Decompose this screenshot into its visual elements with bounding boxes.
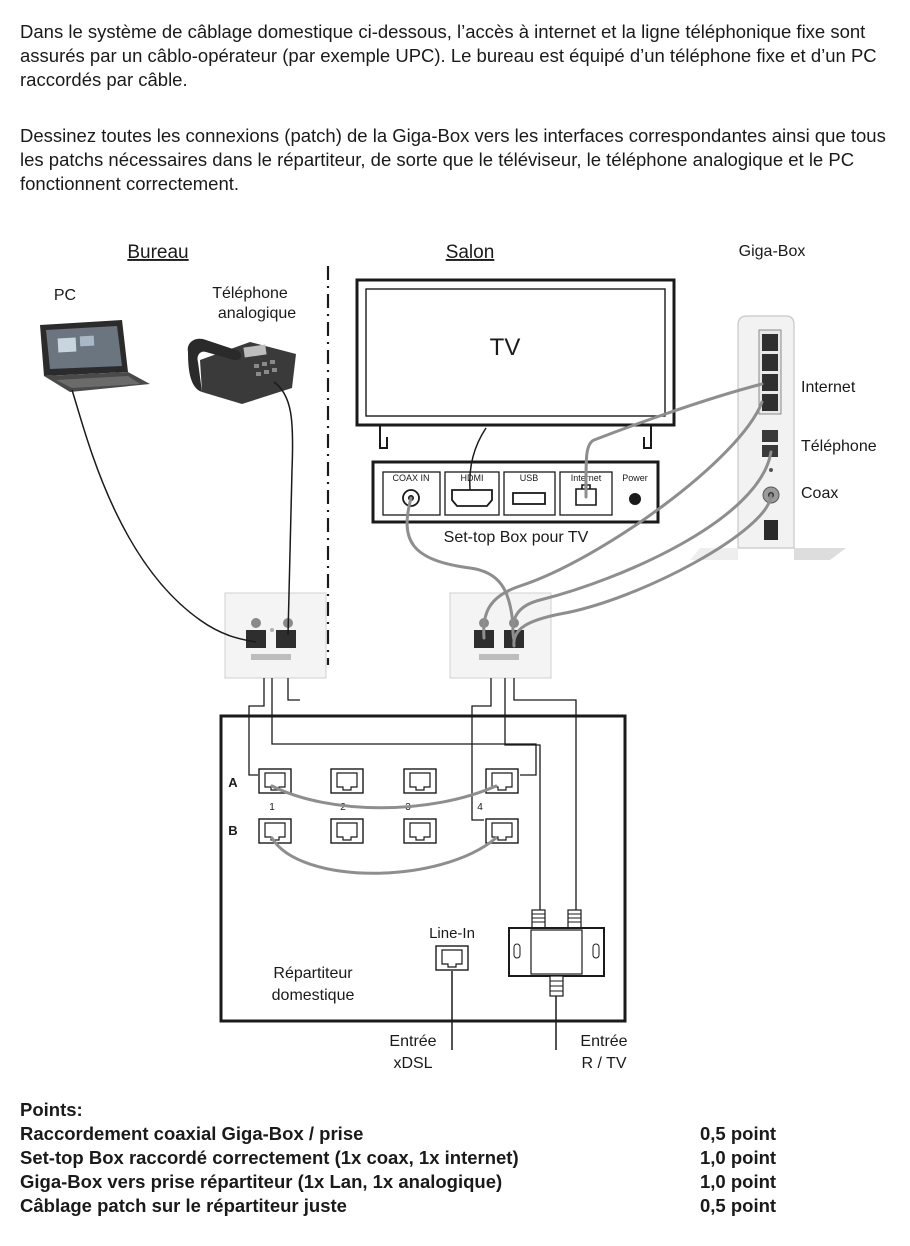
gigabox-port-telephone: Téléphone [801,438,877,455]
points-row-value: 0,5 point [700,1195,777,1216]
wire-bureau-3 [287,678,300,701]
points-row-value: 0,5 point [700,1123,777,1144]
wire-salon-2 [504,678,541,910]
cable-gigabox-coax-to-outlet [512,493,773,648]
points-row-value: 1,0 point [700,1147,777,1168]
cable-pc-to-outlet [71,389,257,643]
tv-label: TV [490,334,521,361]
phone-label-line2: analogique [218,305,296,322]
gigabox-port-internet: Internet [801,379,856,396]
wire-salon-1 [471,678,492,821]
stb-caption: Set-top Box pour TV [444,529,589,546]
giga-box [690,315,846,560]
gigabox-port-coax: Coax [801,485,838,502]
cable-gigabox-phone-to-outlet [511,450,773,642]
stb-port-hdmi: HDMI [461,473,484,483]
room-label-salon: Salon [446,242,495,263]
stb-port-usb: USB [520,473,539,483]
rtv-input-label-line2: R / TV [581,1055,626,1072]
patch-port-b2[interactable] [330,818,364,844]
points-row-label: Set-top Box raccordé correctement (1x co… [20,1147,519,1168]
wire-bureau-2 [271,678,537,776]
cable-phone-to-outlet [273,381,294,636]
gigabox-title: Giga-Box [739,243,806,260]
wire-salon-3 [513,678,577,910]
cable-gigabox-lan-to-outlet [482,400,764,640]
power-button-icon [629,493,641,505]
patch-port-a2[interactable] [330,768,364,794]
tv-screen [355,278,676,449]
points-row-label: Giga-Box vers prise répartiteur (1x Lan,… [20,1171,503,1192]
pc-label: PC [54,287,76,304]
row-label-b: B [228,823,237,838]
cable-hdmi-to-tv [469,427,487,491]
laptop-icon [40,320,150,392]
points-row-value: 1,0 point [700,1171,777,1192]
patch-cord-b1-b4 [270,836,498,875]
points-row: Raccordement coaxial Giga-Box / prise 0,… [20,1122,900,1146]
row-label-a: A [228,775,238,790]
line-in-label: Line-In [429,925,475,942]
cable-stb-coax-to-outlet [405,496,515,627]
hdmi-socket-icon [451,489,493,507]
intro-paragraph-2: Dessinez toutes les connexions (patch) d… [20,125,886,194]
usb-socket-icon [512,492,546,505]
patch-port-b1[interactable] [258,818,292,844]
points-row-label: Raccordement coaxial Giga-Box / prise [20,1123,364,1144]
points-row: Giga-Box vers prise répartiteur (1x Lan,… [20,1170,900,1194]
room-label-bureau: Bureau [127,242,188,263]
distributor-label-line2: domestique [272,987,355,1004]
cable-gigabox-internet-to-stb [584,382,764,499]
port-number-1: 1 [269,802,275,813]
phone-label-line1: Téléphone [212,285,288,302]
line-in-port[interactable] [435,945,469,971]
points-row-label: Câblage patch sur le répartiteur juste [20,1195,347,1216]
xdsl-input-label-line1: Entrée [389,1033,436,1050]
patch-port-b3[interactable] [403,818,437,844]
intro-paragraph-1: Dans le système de câblage domestique ci… [20,21,877,90]
patch-port-a1[interactable] [258,768,292,794]
patch-port-a3[interactable] [403,768,437,794]
xdsl-input-label-line2: xDSL [393,1055,432,1072]
wall-outlet-salon [449,592,552,679]
wiring-diagram: Bureau Salon Giga-Box PC Téléphone analo… [40,242,877,1072]
wall-outlet-bureau [224,592,327,679]
patch-cord-a1-a4 [270,784,498,810]
points-section: Points: Raccordement coaxial Giga-Box / … [20,1098,900,1218]
wire-bureau-1 [248,678,265,776]
stb-port-power: Power [622,473,648,483]
points-row: Câblage patch sur le répartiteur juste 0… [20,1194,900,1218]
points-row: Set-top Box raccordé correctement (1x co… [20,1146,900,1170]
distributor-label-line1: Répartiteur [273,965,353,982]
patch-port-b4[interactable] [485,818,519,844]
desk-phone-icon [187,338,296,404]
port-number-4: 4 [477,802,483,813]
points-heading: Points: [20,1099,83,1120]
port-number-2: 2 [340,802,346,813]
rtv-input-label-line1: Entrée [580,1033,627,1050]
stb-port-coax-in: COAX IN [392,473,429,483]
coax-splitter [508,909,605,997]
